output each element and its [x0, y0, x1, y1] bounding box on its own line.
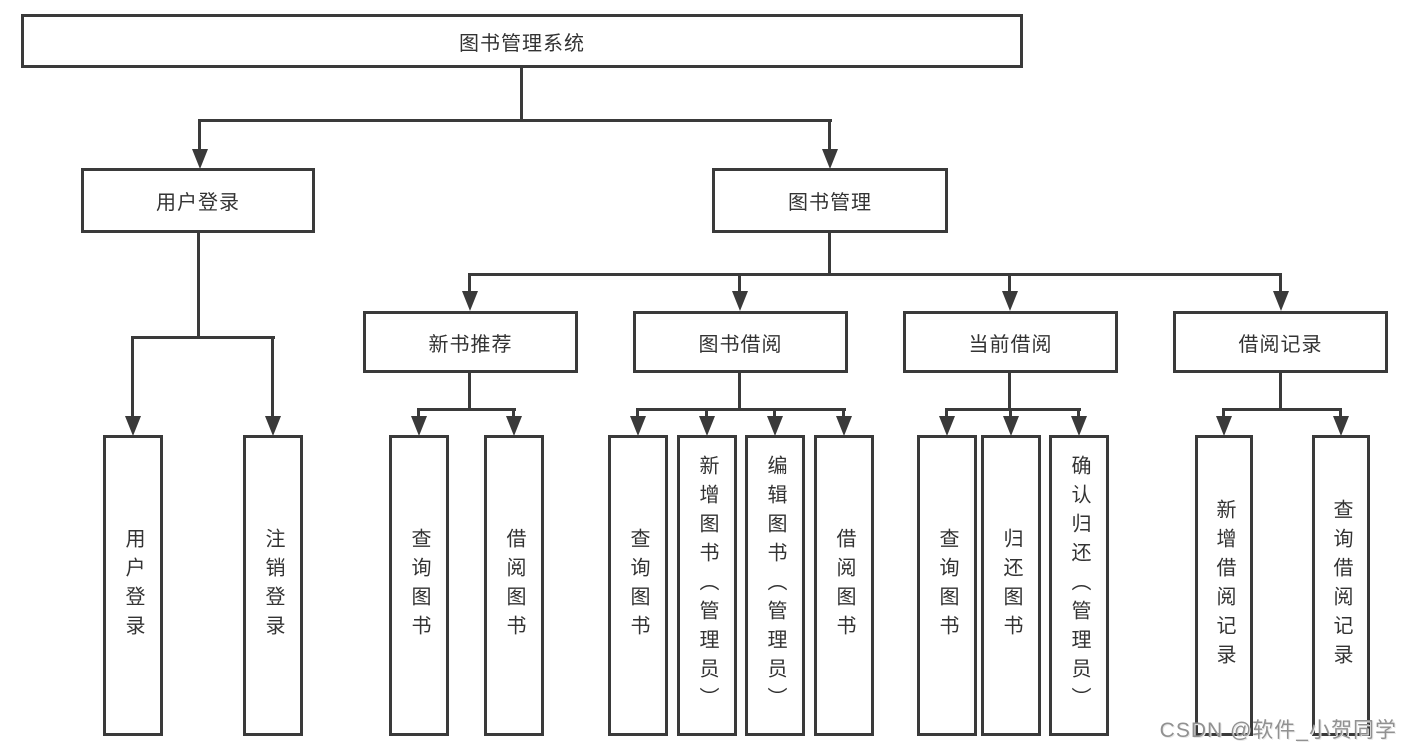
connector-line — [828, 119, 831, 152]
arrow-down-icon — [767, 416, 783, 436]
connector-line — [1008, 373, 1011, 408]
connector-line — [842, 408, 845, 418]
connector-line — [636, 408, 846, 411]
connector-line — [1008, 273, 1011, 293]
arrow-down-icon — [630, 416, 646, 436]
leaf-user-login: 用户登录 — [103, 435, 163, 736]
connector-line — [705, 408, 708, 418]
node-book-management: 图书管理 — [712, 168, 948, 233]
leaf-rec-query-book: 查询图书 — [389, 435, 449, 736]
arrow-down-icon — [125, 416, 141, 436]
connector-line — [945, 408, 1081, 411]
node-current-borrow: 当前借阅 — [903, 311, 1118, 373]
connector-line — [1077, 408, 1080, 418]
arrow-down-icon — [1216, 416, 1232, 436]
node-user-login: 用户登录 — [81, 168, 315, 233]
leaf-label: 归还图书 — [1000, 527, 1022, 644]
leaf-label: 借阅图书 — [833, 527, 855, 644]
connector-line — [773, 408, 776, 418]
leaf-cb-query-book: 查询图书 — [917, 435, 977, 736]
node-book-borrow: 图书借阅 — [633, 311, 848, 373]
leaf-label: 查询图书 — [936, 527, 958, 644]
leaf-label: 借阅图书 — [503, 527, 525, 644]
connector-line — [512, 408, 515, 418]
arrow-down-icon — [836, 416, 852, 436]
arrow-down-icon — [411, 416, 427, 436]
connector-line — [738, 273, 741, 293]
connector-line — [1339, 408, 1342, 418]
connector-line — [1279, 373, 1282, 408]
connector-line — [1222, 408, 1342, 411]
leaf-bb-query-book: 查询图书 — [608, 435, 668, 736]
arrow-down-icon — [732, 291, 748, 311]
connector-line — [131, 336, 275, 339]
leaf-bb-edit-book-admin: 编辑图书（管理员） — [745, 435, 805, 736]
connector-line — [197, 233, 200, 336]
csdn-watermark: CSDN @软件_小贺同学 — [1159, 719, 1397, 742]
leaf-logout: 注销登录 — [243, 435, 303, 736]
arrow-down-icon — [1333, 416, 1349, 436]
leaf-label: 新增图书（管理员） — [696, 455, 718, 716]
node-new-book-recommend: 新书推荐 — [363, 311, 578, 373]
connector-line — [828, 232, 831, 273]
arrow-down-icon — [462, 291, 478, 311]
leaf-cb-confirm-return-admin: 确认归还（管理员） — [1049, 435, 1109, 736]
leaf-label: 新增借阅记录 — [1213, 498, 1235, 673]
node-root-library-system: 图书管理系统 — [21, 14, 1023, 68]
arrow-down-icon — [822, 149, 838, 169]
arrow-down-icon — [1003, 416, 1019, 436]
connector-line — [198, 119, 832, 122]
connector-line — [738, 373, 741, 408]
connector-line — [1222, 408, 1225, 418]
leaf-br-query-record: 查询借阅记录 — [1312, 435, 1370, 736]
leaf-rec-borrow-book: 借阅图书 — [484, 435, 544, 736]
leaf-bb-borrow-book: 借阅图书 — [814, 435, 874, 736]
leaf-label: 查询图书 — [408, 527, 430, 644]
leaf-label: 注销登录 — [262, 527, 284, 644]
connector-line — [417, 408, 420, 418]
leaf-label: 编辑图书（管理员） — [764, 455, 786, 716]
leaf-label: 查询借阅记录 — [1330, 498, 1352, 673]
leaf-label: 用户登录 — [122, 527, 144, 644]
connector-line — [271, 336, 274, 417]
arrow-down-icon — [1071, 416, 1087, 436]
connector-line — [417, 408, 516, 411]
node-borrow-records: 借阅记录 — [1173, 311, 1388, 373]
leaf-cb-return-book: 归还图书 — [981, 435, 1041, 736]
connector-line — [468, 273, 471, 293]
connector-line — [636, 408, 639, 418]
arrow-down-icon — [1002, 291, 1018, 311]
leaf-label: 查询图书 — [627, 527, 649, 644]
arrow-down-icon — [1273, 291, 1289, 311]
leaf-label: 确认归还（管理员） — [1068, 455, 1090, 716]
arrow-down-icon — [506, 416, 522, 436]
arrow-down-icon — [939, 416, 955, 436]
connector-line — [131, 336, 134, 417]
arrow-down-icon — [265, 416, 281, 436]
leaf-br-add-record: 新增借阅记录 — [1195, 435, 1253, 736]
connector-line — [468, 273, 1282, 276]
connector-line — [520, 68, 523, 119]
leaf-bb-add-book-admin: 新增图书（管理员） — [677, 435, 737, 736]
connector-line — [198, 119, 201, 152]
connector-line — [468, 373, 471, 408]
connector-line — [945, 408, 948, 418]
arrow-down-icon — [192, 149, 208, 169]
connector-line — [1279, 273, 1282, 293]
connector-line — [1009, 408, 1012, 418]
arrow-down-icon — [699, 416, 715, 436]
